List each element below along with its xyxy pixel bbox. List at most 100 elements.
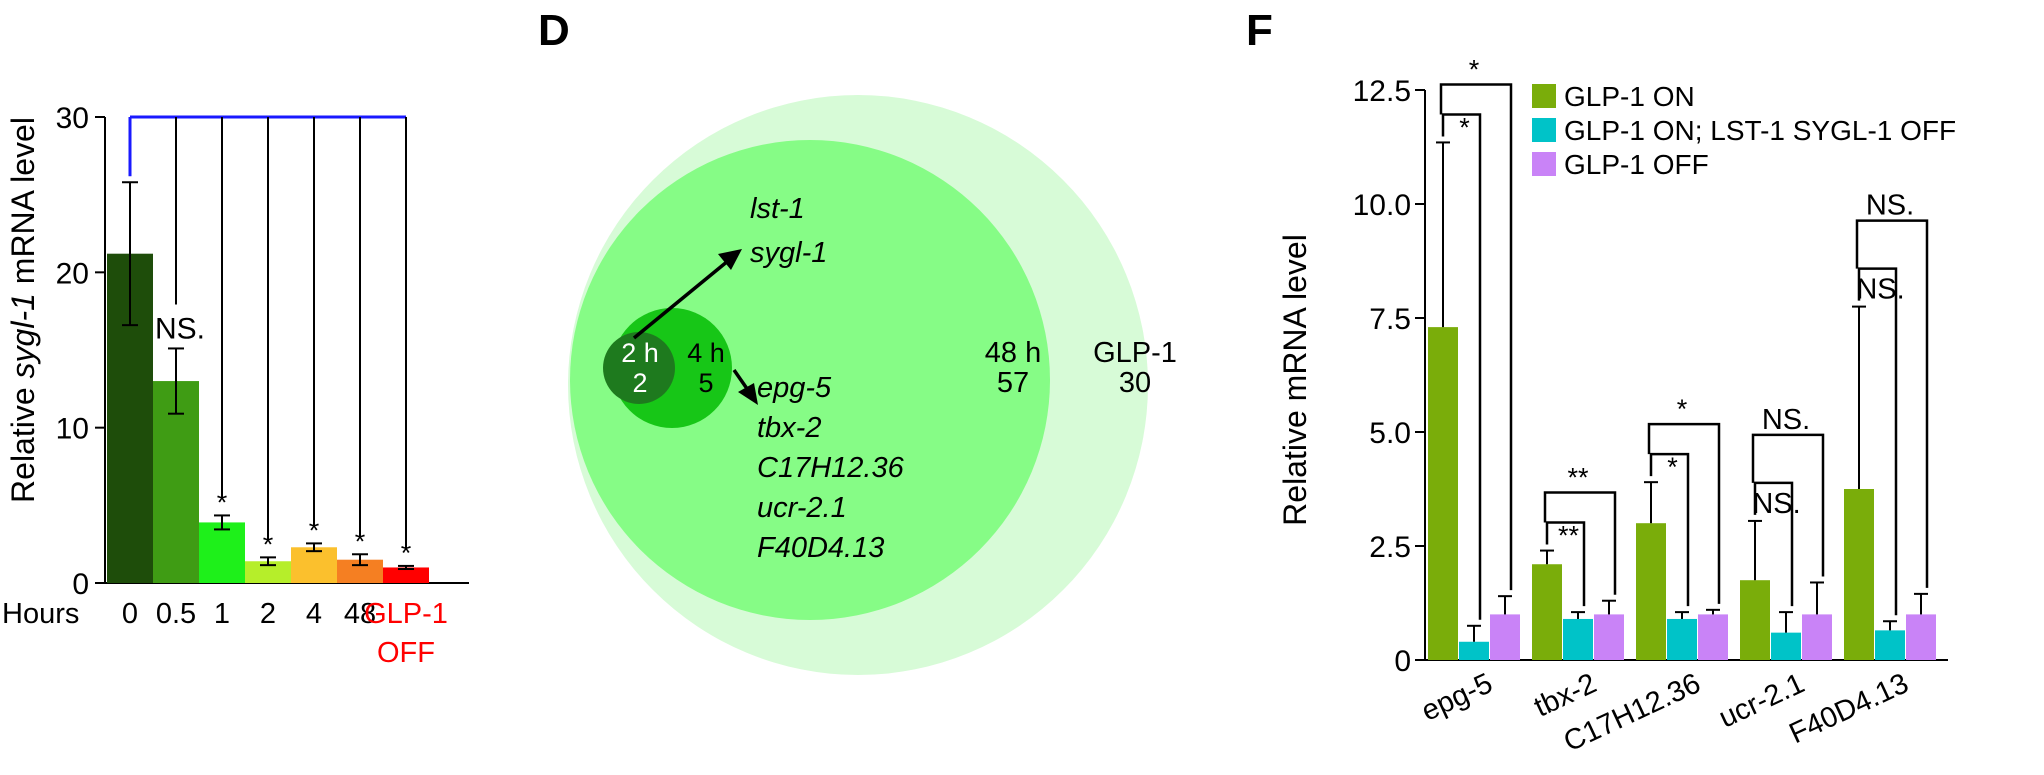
chart-a-x-tick-label: 0 <box>122 598 138 630</box>
chart-f-significance-inner: NS. <box>1856 274 1904 306</box>
chart-a-x-tick-label: OFF <box>377 637 435 669</box>
chart-f-legend-label: GLP-1 OFF <box>1564 149 1709 180</box>
chart-f-bar <box>1844 489 1874 660</box>
chart-f-bar <box>1802 614 1832 660</box>
chart-a-bar <box>199 522 245 583</box>
chart-f-legend-label: GLP-1 ON; LST-1 SYGL-1 OFF <box>1564 115 1956 146</box>
chart-f-significance-inner: * <box>1459 112 1470 142</box>
chart-f-bar <box>1532 564 1562 660</box>
venn-label-48h: 48 h <box>985 337 1041 369</box>
chart-f-y-tick-label: 0 <box>1394 645 1411 678</box>
chart-a-x-tick-label: 48 <box>344 598 376 630</box>
chart-a-x-tick-label: 0.5 <box>156 598 196 630</box>
chart-a-x-tick-label: 4 <box>306 598 322 630</box>
chart-f-bar <box>1459 641 1489 660</box>
chart-f-significance-inner: NS. <box>1752 488 1800 520</box>
chart-a-significance: * <box>401 538 412 568</box>
chart-f-legend-swatch <box>1532 84 1556 108</box>
chart-f-y-tick-label: 10.0 <box>1353 189 1411 222</box>
chart-f-x-tick-label: F40D4.13 <box>1785 667 1914 750</box>
venn-count-4h: 5 <box>698 368 713 398</box>
venn-gene-ucr21: ucr-2.1 <box>757 492 847 524</box>
chart-f-bracket-outer <box>1647 422 1721 604</box>
chart-a-bar <box>291 547 337 583</box>
venn-gene-f40d4: F40D4.13 <box>757 532 884 564</box>
venn-arrowhead-lower <box>738 383 758 405</box>
chart-f-y-tick-label: 12.5 <box>1353 75 1411 108</box>
chart-f-bracket-inner <box>1441 113 1482 620</box>
chart-a-bar <box>337 559 383 583</box>
venn-count-48h: 57 <box>997 367 1029 399</box>
chart-a-significance: * <box>217 487 228 517</box>
chart-f-ylabel: Relative mRNA level <box>1277 234 1313 526</box>
chart-f-significance-outer: * <box>1469 54 1480 84</box>
chart-a-significance: NS. <box>155 312 205 345</box>
chart-a-significance: * <box>355 526 366 556</box>
chart-f-significance-outer: NS. <box>1762 404 1810 436</box>
venn-arrowhead-upper <box>718 249 742 270</box>
panel-label-f: F <box>1246 6 1273 55</box>
chart-f-bracket-outer <box>1855 219 1929 588</box>
chart-f-bar <box>1667 618 1697 660</box>
chart-a-y-tick-label: 20 <box>56 257 89 290</box>
chart-a-ylabel: Relative sygl-1 mRNA level <box>5 117 41 503</box>
chart-a-x-tick-label: 2 <box>260 598 276 630</box>
chart-f-bar <box>1636 523 1666 660</box>
venn-label-glp1: GLP-1 <box>1093 337 1177 369</box>
chart-a-y-tick-label: 10 <box>56 413 89 446</box>
chart-a-xlabel: Hours <box>2 598 79 630</box>
chart-f-bracket-inner <box>1649 452 1690 607</box>
chart-f-x-tick-label: epg-5 <box>1417 667 1498 727</box>
venn-diagram: 2 h 2 4 h 5 48 h 57 GLP-1 30 lst-1 sygl-… <box>568 95 1177 675</box>
relative-mrna-grouped-bar-chart: Relative mRNA level 02.55.07.510.012.5ep… <box>1277 54 1956 758</box>
venn-gene-tbx2: tbx-2 <box>757 412 821 444</box>
chart-f-bar <box>1490 614 1520 660</box>
chart-f-bar <box>1563 618 1593 660</box>
chart-f-bar <box>1740 580 1770 660</box>
chart-a-significance: * <box>263 529 274 559</box>
venn-arrow-upper <box>632 254 736 340</box>
venn-gene-sygl1: sygl-1 <box>750 237 827 269</box>
chart-f-bracket-inner <box>1753 481 1794 607</box>
chart-a-bar <box>153 381 199 583</box>
venn-gene-c17h12: C17H12.36 <box>757 452 905 484</box>
chart-a-x-tick-label: 1 <box>214 598 230 630</box>
venn-label-4h: 4 h <box>687 338 725 368</box>
venn-circle-2h <box>603 332 675 404</box>
venn-gene-lst1: lst-1 <box>750 193 805 225</box>
chart-f-y-tick-label: 2.5 <box>1369 531 1411 564</box>
chart-a-y-tick-label: 30 <box>56 102 89 135</box>
chart-f-bracket-inner <box>1857 267 1898 616</box>
venn-label-2h: 2 h <box>621 338 659 368</box>
chart-f-significance-inner: ** <box>1558 521 1580 551</box>
chart-f-bar <box>1875 630 1905 660</box>
venn-count-2h: 2 <box>632 368 647 398</box>
venn-count-glp1: 30 <box>1119 367 1151 399</box>
chart-a-y-tick-label: 0 <box>72 568 89 601</box>
chart-f-bracket-outer <box>1439 83 1513 591</box>
chart-f-bar <box>1594 614 1624 660</box>
chart-f-significance-outer: * <box>1677 394 1688 424</box>
chart-f-legend-swatch <box>1532 118 1556 142</box>
chart-a-x-tick-label: GLP-1 <box>364 598 448 630</box>
chart-f-legend-label: GLP-1 ON <box>1564 81 1695 112</box>
chart-f-bar <box>1698 614 1728 660</box>
chart-a-bar <box>383 567 429 583</box>
venn-gene-epg5: epg-5 <box>757 372 832 404</box>
chart-f-legend-swatch <box>1532 152 1556 176</box>
chart-f-bar <box>1771 632 1801 660</box>
chart-f-significance-outer: ** <box>1567 463 1589 493</box>
chart-a-bar <box>245 561 291 583</box>
sygl1-bar-chart: Relative sygl-1 mRNA level Hours 0102030… <box>2 102 469 669</box>
panel-label-d: D <box>538 6 570 55</box>
chart-a-significance: * <box>309 515 320 545</box>
chart-f-y-tick-label: 5.0 <box>1369 417 1411 450</box>
chart-f-significance-outer: NS. <box>1866 190 1914 222</box>
chart-f-bracket-outer <box>1543 491 1617 595</box>
chart-f-bar <box>1906 614 1936 660</box>
chart-f-bracket-outer <box>1751 433 1825 577</box>
venn-circle-48h <box>570 140 1050 620</box>
chart-f-bar <box>1428 327 1458 660</box>
